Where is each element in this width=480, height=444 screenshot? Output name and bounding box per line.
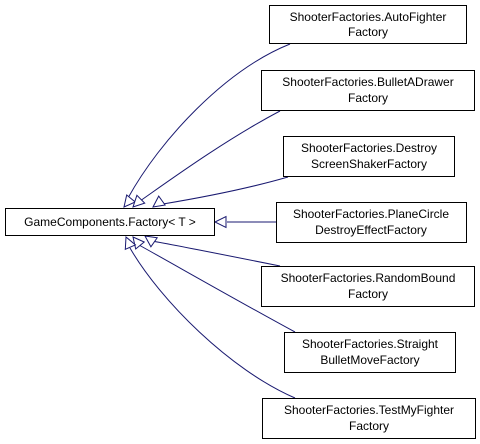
- base-class-node[interactable]: GameComponents.Factory< T >: [5, 208, 215, 236]
- inheritance-edges: [123, 43, 296, 399]
- derived-class-node-testmyfighter[interactable]: ShooterFactories.TestMyFighter Factory: [262, 398, 476, 439]
- edge-randombound-arrowhead: [144, 235, 159, 248]
- edge-autofighter: [127, 43, 291, 199]
- derived-class-label-line2: Factory: [348, 287, 388, 301]
- edge-planecircle-arrowhead: [213, 215, 227, 229]
- derived-class-node-planecircle[interactable]: ShooterFactories.PlaneCircle DestroyEffe…: [276, 202, 467, 243]
- derived-class-label-line1: ShooterFactories.Destroy: [301, 141, 437, 155]
- derived-class-node-autofighter[interactable]: ShooterFactories.AutoFighter Factory: [269, 5, 467, 44]
- edge-bulletadrawer: [139, 110, 281, 202]
- derived-class-label-line2: DestroyEffectFactory: [315, 223, 427, 237]
- edge-testmyfighter: [129, 247, 296, 399]
- derived-class-label-line2: ScreenShakerFactory: [311, 157, 427, 171]
- derived-class-node-straightbulletmove[interactable]: ShooterFactories.Straight BulletMoveFact…: [284, 332, 456, 373]
- derived-class-label-line1: ShooterFactories.RandomBound: [281, 271, 456, 285]
- derived-class-label-line2: Factory: [348, 25, 388, 39]
- edge-straightbulletmove: [138, 244, 296, 333]
- base-class-label: GameComponents.Factory< T >: [24, 215, 196, 229]
- derived-class-node-randombound[interactable]: ShooterFactories.RandomBound Factory: [261, 266, 475, 307]
- edge-bulletadrawer-arrowhead: [132, 194, 146, 208]
- derived-class-label-line1: ShooterFactories.AutoFighter: [290, 10, 447, 24]
- derived-class-label-line2: Factory: [348, 91, 388, 105]
- derived-class-label-line2: BulletMoveFactory: [320, 353, 419, 367]
- edge-destroyscreenshaker-arrowhead: [152, 195, 166, 208]
- derived-class-label-line1: ShooterFactories.TestMyFighter: [284, 403, 454, 417]
- derived-class-label-line1: ShooterFactories.BulletADrawer: [282, 75, 453, 89]
- derived-class-label-line2: Factory: [349, 419, 389, 433]
- edge-testmyfighter-arrowhead: [124, 235, 137, 251]
- derived-class-node-bulletadrawer[interactable]: ShooterFactories.BulletADrawer Factory: [261, 70, 475, 111]
- derived-class-node-destroyscreenshaker[interactable]: ShooterFactories.Destroy ScreenShakerFac…: [283, 136, 455, 177]
- derived-class-label-line1: ShooterFactories.PlaneCircle: [293, 207, 449, 221]
- edge-autofighter-arrowhead: [123, 194, 137, 208]
- edge-destroyscreenshaker: [162, 176, 289, 205]
- edge-randombound: [151, 240, 281, 267]
- edge-straightbulletmove-arrowhead: [132, 236, 146, 250]
- derived-class-label-line1: ShooterFactories.Straight: [302, 337, 439, 351]
